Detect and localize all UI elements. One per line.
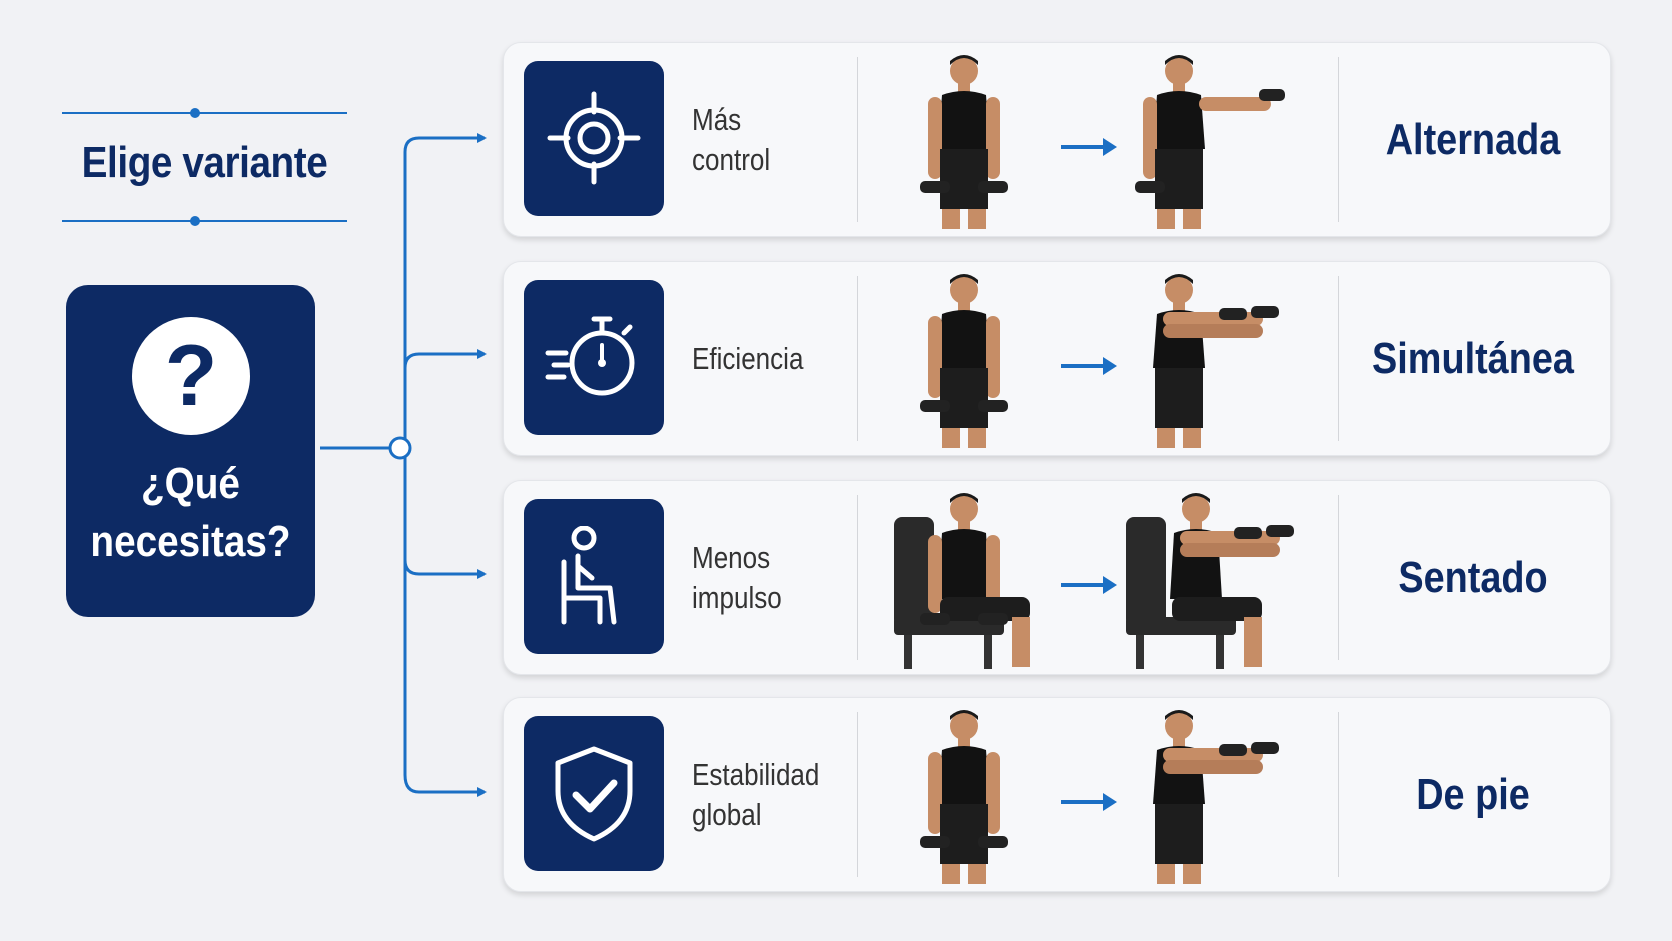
need-label-1: Más control bbox=[692, 101, 771, 177]
question-card: ? ¿Qué necesitas? bbox=[66, 285, 315, 617]
need-label-4: Estabilidad global bbox=[692, 756, 820, 832]
divider bbox=[1338, 276, 1339, 441]
variant-name-4: De pie bbox=[1416, 769, 1530, 819]
page-title: Elige variante bbox=[81, 138, 328, 187]
branch-arrow-1 bbox=[403, 133, 487, 153]
title-block: Elige variante bbox=[62, 100, 347, 230]
target-icon bbox=[547, 91, 641, 185]
athlete-end-pose-seated bbox=[1126, 493, 1294, 669]
athlete-start-pose-seated bbox=[894, 493, 1030, 669]
variant-card-3[interactable]: Menos impulso Sentado bbox=[503, 480, 1611, 675]
question-text: ¿Qué necesitas? bbox=[81, 455, 300, 571]
need-label-3: Menos impulso bbox=[692, 539, 782, 615]
athlete-end-pose bbox=[1153, 710, 1279, 884]
variant-name-3: Sentado bbox=[1398, 552, 1548, 602]
icon-box-4 bbox=[524, 716, 664, 871]
divider bbox=[857, 495, 858, 660]
divider bbox=[1338, 712, 1339, 877]
athlete-start-pose bbox=[920, 55, 1008, 229]
question-line-1: ¿Qué bbox=[141, 459, 240, 508]
athlete-end-pose bbox=[1153, 274, 1279, 448]
athlete-end-pose bbox=[1135, 55, 1285, 229]
need-label-2: Eficiencia bbox=[692, 340, 804, 376]
variant-card-2[interactable]: Eficiencia Simultánea bbox=[503, 261, 1611, 456]
progression-arrow bbox=[1061, 576, 1117, 594]
icon-box-1 bbox=[524, 61, 664, 216]
branch-arrow-3 bbox=[403, 559, 487, 579]
divider bbox=[857, 57, 858, 222]
progression-arrow bbox=[1061, 357, 1117, 375]
divider bbox=[857, 276, 858, 441]
divider bbox=[1338, 495, 1339, 660]
title-divider-bottom bbox=[62, 216, 347, 226]
icon-box-2 bbox=[524, 280, 664, 435]
divider bbox=[857, 712, 858, 877]
variant-name-1: Alternada bbox=[1385, 114, 1561, 164]
stopwatch-icon bbox=[545, 316, 635, 396]
athlete-start-pose bbox=[920, 710, 1008, 884]
seated-person-icon bbox=[561, 526, 617, 625]
variant-card-1[interactable]: Más control Alternada bbox=[503, 42, 1611, 237]
junction-node bbox=[388, 436, 412, 460]
title-divider-top bbox=[62, 108, 347, 118]
progression-arrow bbox=[1061, 138, 1117, 156]
progression-arrow bbox=[1061, 793, 1117, 811]
variant-card-4[interactable]: Estabilidad global De pie bbox=[503, 697, 1611, 892]
shield-check-icon bbox=[555, 746, 633, 842]
branch-arrow-2 bbox=[403, 349, 487, 369]
branch-arrow-4 bbox=[403, 774, 487, 797]
question-mark-icon: ? bbox=[132, 317, 250, 435]
athlete-start-pose bbox=[920, 274, 1008, 448]
variant-name-2: Simultánea bbox=[1372, 333, 1574, 383]
question-line-2: necesitas? bbox=[90, 517, 291, 566]
icon-box-3 bbox=[524, 499, 664, 654]
divider bbox=[1338, 57, 1339, 222]
